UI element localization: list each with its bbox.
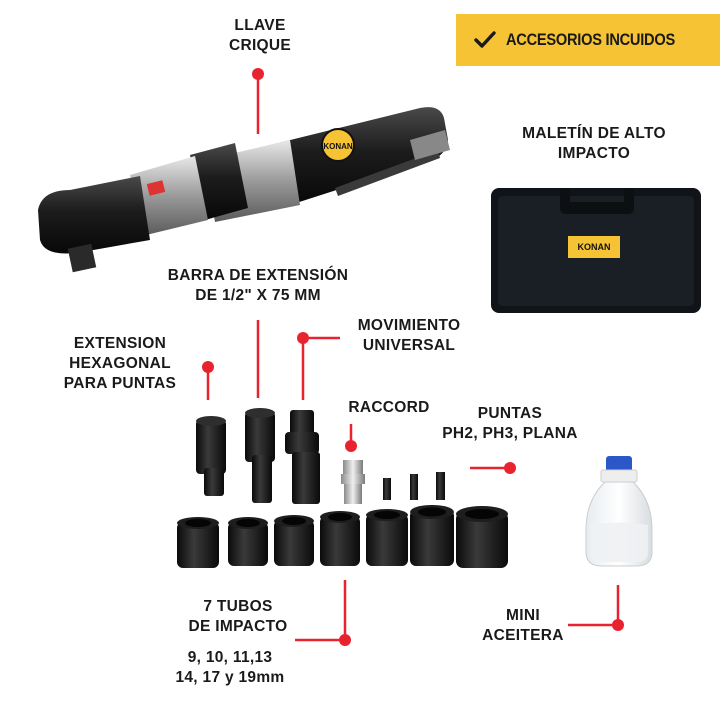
carry-case: KONAN — [491, 188, 701, 313]
hex-extension — [196, 416, 226, 496]
label-oiler: MINI ACEITERA — [482, 607, 564, 644]
label-ratchet: LLAVE CRIQUE — [228, 17, 292, 54]
label-hex-extension: EXTENSION HEXAGONAL PARA PUNTAS — [63, 335, 177, 392]
socket-19mm — [456, 506, 508, 568]
banner-label: ACCESORIOS INCUIDOS — [505, 30, 675, 49]
impact-sockets — [177, 505, 508, 568]
socket-13mm — [320, 511, 360, 566]
socket-9mm — [177, 517, 219, 568]
ratchet-wrench: KONAN — [38, 107, 450, 273]
accessories-banner: ACCESORIOS INCUIDOS — [456, 14, 720, 66]
callout-lines — [206, 74, 620, 642]
label-raccord: RACCORD — [348, 399, 430, 416]
mini-oiler — [585, 456, 653, 567]
callout-markers — [202, 68, 624, 646]
label-extension-bar: BARRA DE EXTENSIÓN DE 1/2" X 75 MM — [167, 267, 349, 304]
bits — [383, 472, 445, 500]
label-case: MALETÍN DE ALTO IMPACTO — [522, 125, 666, 162]
socket-14mm — [366, 509, 408, 566]
universal-joint — [285, 410, 320, 504]
case-brand-logo: KONAN — [578, 242, 611, 252]
label-universal: MOVIMIENTO UNIVERSAL — [357, 317, 461, 354]
label-sockets-title: 7 TUBOS DE IMPACTO — [188, 598, 288, 635]
socket-11mm — [274, 515, 314, 566]
label-sockets-sizes: 9, 10, 11,13 14, 17 y 19mm — [175, 649, 285, 686]
ratchet-brand-logo: KONAN — [323, 142, 353, 151]
socket-10mm — [228, 517, 268, 566]
air-fitting — [341, 460, 365, 504]
label-bits: PUNTAS PH2, PH3, PLANA — [442, 405, 578, 442]
socket-17mm — [410, 505, 454, 566]
extension-bar — [245, 408, 275, 503]
check-icon — [474, 31, 496, 48]
